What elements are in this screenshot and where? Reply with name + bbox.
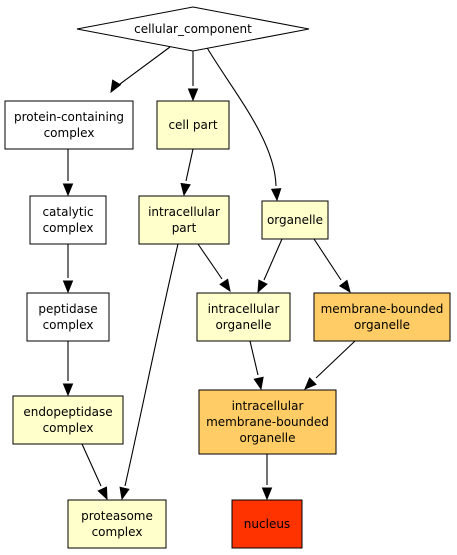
node-label-line: cell part (168, 118, 217, 132)
graph-nodes: cellular_component protein-containing comp… (4, 6, 451, 549)
edge-cellular-component-to-protein-complex (110, 46, 171, 94)
edge-cellular-component-to-organelle (205, 45, 282, 202)
node-cellular-component[interactable]: cellular_component (76, 6, 310, 52)
node-diamond (76, 6, 310, 52)
node-label-line: complex (43, 421, 94, 435)
node-box (196, 292, 291, 342)
node-catalytic-complex[interactable]: catalytic complex (29, 195, 107, 245)
node-label-line: organelle (267, 213, 323, 227)
arrowhead (253, 376, 264, 391)
arrowhead (62, 383, 74, 397)
arrowhead (261, 487, 273, 501)
node-organelle[interactable]: organelle (261, 200, 329, 240)
node-box (29, 195, 107, 245)
node-label-line: complex (43, 318, 94, 332)
node-label-line: complex (92, 525, 143, 539)
node-label-line: protein-containing (14, 110, 124, 124)
node-label-line: nucleus (244, 517, 290, 531)
node-protein-containing-complex[interactable]: protein-containing complex (4, 100, 134, 150)
node-label-line: part (172, 221, 197, 235)
arrowhead (180, 182, 191, 197)
node-label-line: cellular_component (134, 22, 252, 36)
arrowhead (97, 486, 108, 501)
node-cell-part[interactable]: cell part (156, 100, 230, 150)
node-label-line: endopeptidase (23, 405, 112, 419)
node-box (12, 395, 124, 445)
node-label-line: complex (44, 126, 95, 140)
node-label-line: peptidase (38, 302, 97, 316)
arrowhead (257, 279, 268, 294)
node-box (156, 100, 230, 150)
node-nucleus[interactable]: nucleus (231, 499, 303, 549)
node-box (4, 100, 134, 150)
node-label-line: complex (43, 221, 94, 235)
node-label-line: organelle (354, 318, 410, 332)
node-label-line: organelle (215, 318, 271, 332)
node-label-line: intracellular (148, 205, 220, 219)
edge-intracellular-part-to-proteasome (119, 243, 179, 501)
node-intracellular-part[interactable]: intracellular part (138, 195, 230, 245)
node-box (231, 499, 303, 549)
arrowhead (219, 278, 231, 293)
node-label-line: proteasome (81, 509, 153, 523)
arrowhead (110, 79, 122, 94)
node-label-line: organelle (239, 431, 295, 445)
node-box (198, 389, 337, 455)
node-proteasome-complex[interactable]: proteasome complex (67, 499, 167, 549)
node-label-line: intracellular (232, 399, 304, 413)
arrowhead (338, 279, 351, 294)
edge-organelle-to-intracellular-organelle (257, 238, 283, 294)
node-intracellular-membrane-bounded-organelle[interactable]: intracellular membrane-bounded organelle (198, 389, 337, 455)
node-label-line: membrane-bounded (321, 302, 444, 316)
arrowhead (304, 377, 317, 390)
node-box (138, 195, 230, 245)
arrowhead (187, 88, 199, 102)
arrowhead (62, 280, 74, 294)
edge-endopeptidase-to-proteasome (81, 443, 108, 501)
node-endopeptidase-complex[interactable]: endopeptidase complex (12, 395, 124, 445)
edge-intracellular-part-to-intracellular-organelle (197, 243, 231, 293)
edge-intracellular-organelle-to-imbo (249, 340, 264, 391)
node-intracellular-organelle[interactable]: intracellular organelle (196, 292, 291, 342)
node-label-line: intracellular (208, 302, 280, 316)
node-box (261, 200, 329, 240)
node-box (313, 292, 451, 342)
edge-cellular-component-to-cell-part (187, 50, 199, 102)
node-box (67, 499, 167, 549)
node-label-line: catalytic (42, 205, 93, 219)
arrowhead (62, 183, 74, 197)
edge-cell-part-to-intracellular-part (180, 148, 194, 197)
graph-edges (62, 45, 356, 501)
edge-membrane-bounded-to-imbo (304, 340, 356, 390)
edge-peptidase-to-endopeptidase (62, 341, 74, 397)
edge-imbo-to-nucleus (261, 454, 273, 501)
edge-organelle-to-membrane-bounded (313, 238, 351, 294)
edge-protein-complex-to-catalytic (62, 149, 74, 197)
node-membrane-bounded-organelle[interactable]: membrane-bounded organelle (313, 292, 451, 342)
node-peptidase-complex[interactable]: peptidase complex (26, 292, 110, 342)
arrowhead (270, 188, 282, 202)
node-box (26, 292, 110, 342)
arrowhead (119, 486, 130, 501)
node-label-line: membrane-bounded (206, 415, 329, 429)
edge-catalytic-to-peptidase (62, 244, 74, 294)
